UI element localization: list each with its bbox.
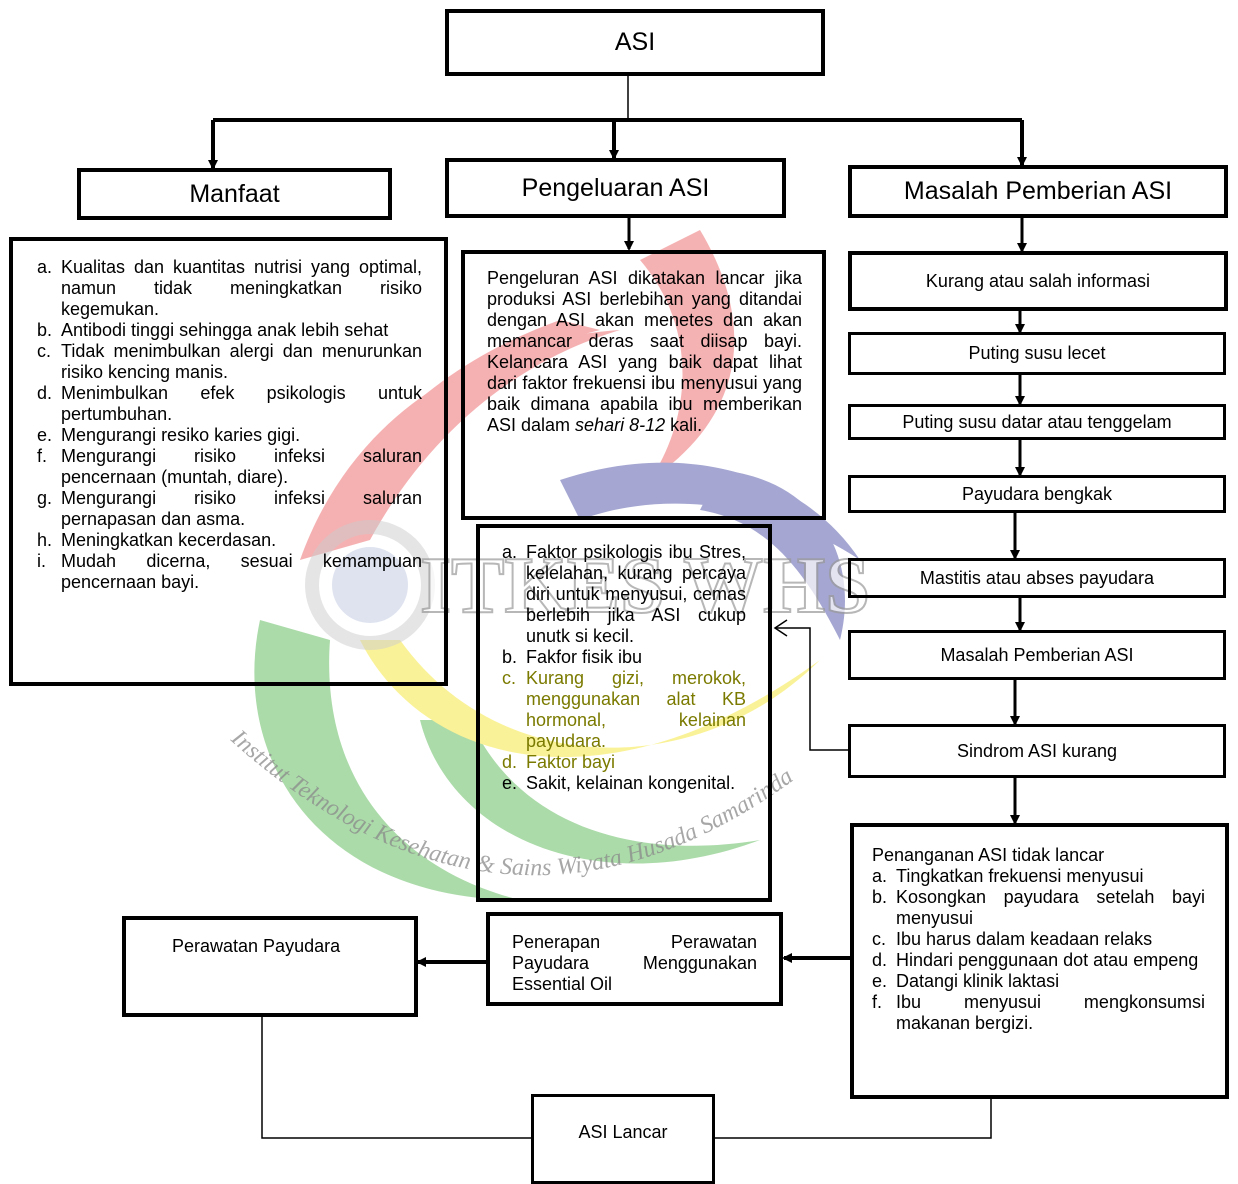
- list-item: b.Fakfor fisik ibu: [502, 647, 643, 667]
- list-item: i.Mudah dicerna, sesuai kemampuan pencer…: [37, 551, 422, 592]
- branch-manfaat-label: Manfaat: [189, 179, 280, 208]
- penerapan-label: Penerapan Perawatan Payudara Menggunakan…: [512, 932, 757, 994]
- list-item: e.Sakit, kelainan kongenital.: [502, 773, 736, 793]
- list-item: b.Kosongkan payudara setelah bayi menyus…: [872, 887, 1205, 928]
- manfaat-list: a.Kualitas dan kuantitas nutrisi yang op…: [37, 257, 422, 593]
- chain-node-kurang-informasi: Kurang atau salah informasi: [848, 251, 1228, 311]
- penanganan-title: Penanganan ASI tidak lancar: [872, 845, 1105, 865]
- branch-masalah-pemberian-asi: Masalah Pemberian ASI: [848, 165, 1228, 218]
- list-item: e.Datangi klinik laktasi: [872, 971, 1060, 991]
- perawatan-label: Perawatan Payudara: [172, 936, 341, 956]
- penanganan-list: a.Tingkatkan frekuensi menyusui b.Kosong…: [872, 866, 1205, 1034]
- chain-node-puting-datar: Puting susu datar atau tenggelam: [848, 404, 1226, 440]
- list-item: e.Mengurangi resiko karies gigi.: [37, 425, 301, 445]
- root-node-asi: ASI: [445, 9, 825, 76]
- list-item: f.Ibu menyusui mengkonsumsi makanan berg…: [872, 992, 1205, 1033]
- root-label: ASI: [614, 28, 656, 56]
- list-item: d.Faktor bayi: [502, 752, 616, 772]
- list-item: d.Menimbulkan efek psikologis untuk pert…: [37, 383, 422, 424]
- list-item: b.Antibodi tinggi sehingga anak lebih se…: [37, 320, 389, 340]
- list-item: c.Ibu harus dalam keadaan relaks: [872, 929, 1153, 949]
- faktor-list: a.Faktor psikologis ibu Stres, kelelahan…: [502, 542, 746, 794]
- asi-lancar-box: ASI Lancar: [531, 1094, 715, 1184]
- chain-node-puting-lecet: Puting susu lecet: [848, 332, 1226, 375]
- chain-node-masalah-pemberian: Masalah Pemberian ASI: [848, 630, 1226, 680]
- manfaat-list-box: a.Kualitas dan kuantitas nutrisi yang op…: [9, 237, 448, 686]
- branch-masalah-label: Masalah Pemberian ASI: [903, 177, 1173, 205]
- pengeluaran-description: Pengeluran ASI dikatakan lancar jika pro…: [487, 268, 802, 435]
- list-item: f.Mengurangi risiko infeksi saluran penc…: [37, 446, 422, 487]
- list-item: g.Mengurangi risiko infeksi saluran pern…: [37, 488, 422, 529]
- list-item: a.Faktor psikologis ibu Stres, kelelahan…: [502, 542, 746, 646]
- branch-pengeluaran-label: Pengeluaran ASI: [521, 173, 710, 202]
- chain-node-payudara-bengkak: Payudara bengkak: [848, 475, 1226, 513]
- list-item: c.Kurang gizi, merokok, menggunakan alat…: [502, 668, 746, 751]
- list-item: d.Hindari penggunaan dot atau empeng: [872, 950, 1199, 970]
- chain-node-sindrom-asi-kurang: Sindrom ASI kurang: [848, 724, 1226, 778]
- list-item: a.Tingkatkan frekuensi menyusui: [872, 866, 1144, 886]
- faktor-list-box: a.Faktor psikologis ibu Stres, kelelahan…: [476, 524, 772, 902]
- asi-lancar-label: ASI Lancar: [578, 1121, 668, 1142]
- branch-manfaat: Manfaat: [77, 168, 392, 220]
- penerapan-box: Penerapan Perawatan Payudara Menggunakan…: [486, 912, 783, 1006]
- chain-node-mastitis: Mastitis atau abses payudara: [848, 558, 1226, 598]
- list-item: h.Meningkatkan kecerdasan.: [37, 530, 277, 550]
- penanganan-box: Penanganan ASI tidak lancar a.Tingkatkan…: [850, 823, 1229, 1099]
- pengeluaran-description-box: Pengeluran ASI dikatakan lancar jika pro…: [461, 250, 826, 520]
- perawatan-payudara-box: Perawatan Payudara: [122, 916, 418, 1017]
- branch-pengeluaran-asi: Pengeluaran ASI: [445, 158, 786, 218]
- list-item: c.Tidak menimbulkan alergi dan menurunka…: [37, 341, 422, 382]
- list-item: a.Kualitas dan kuantitas nutrisi yang op…: [37, 257, 422, 319]
